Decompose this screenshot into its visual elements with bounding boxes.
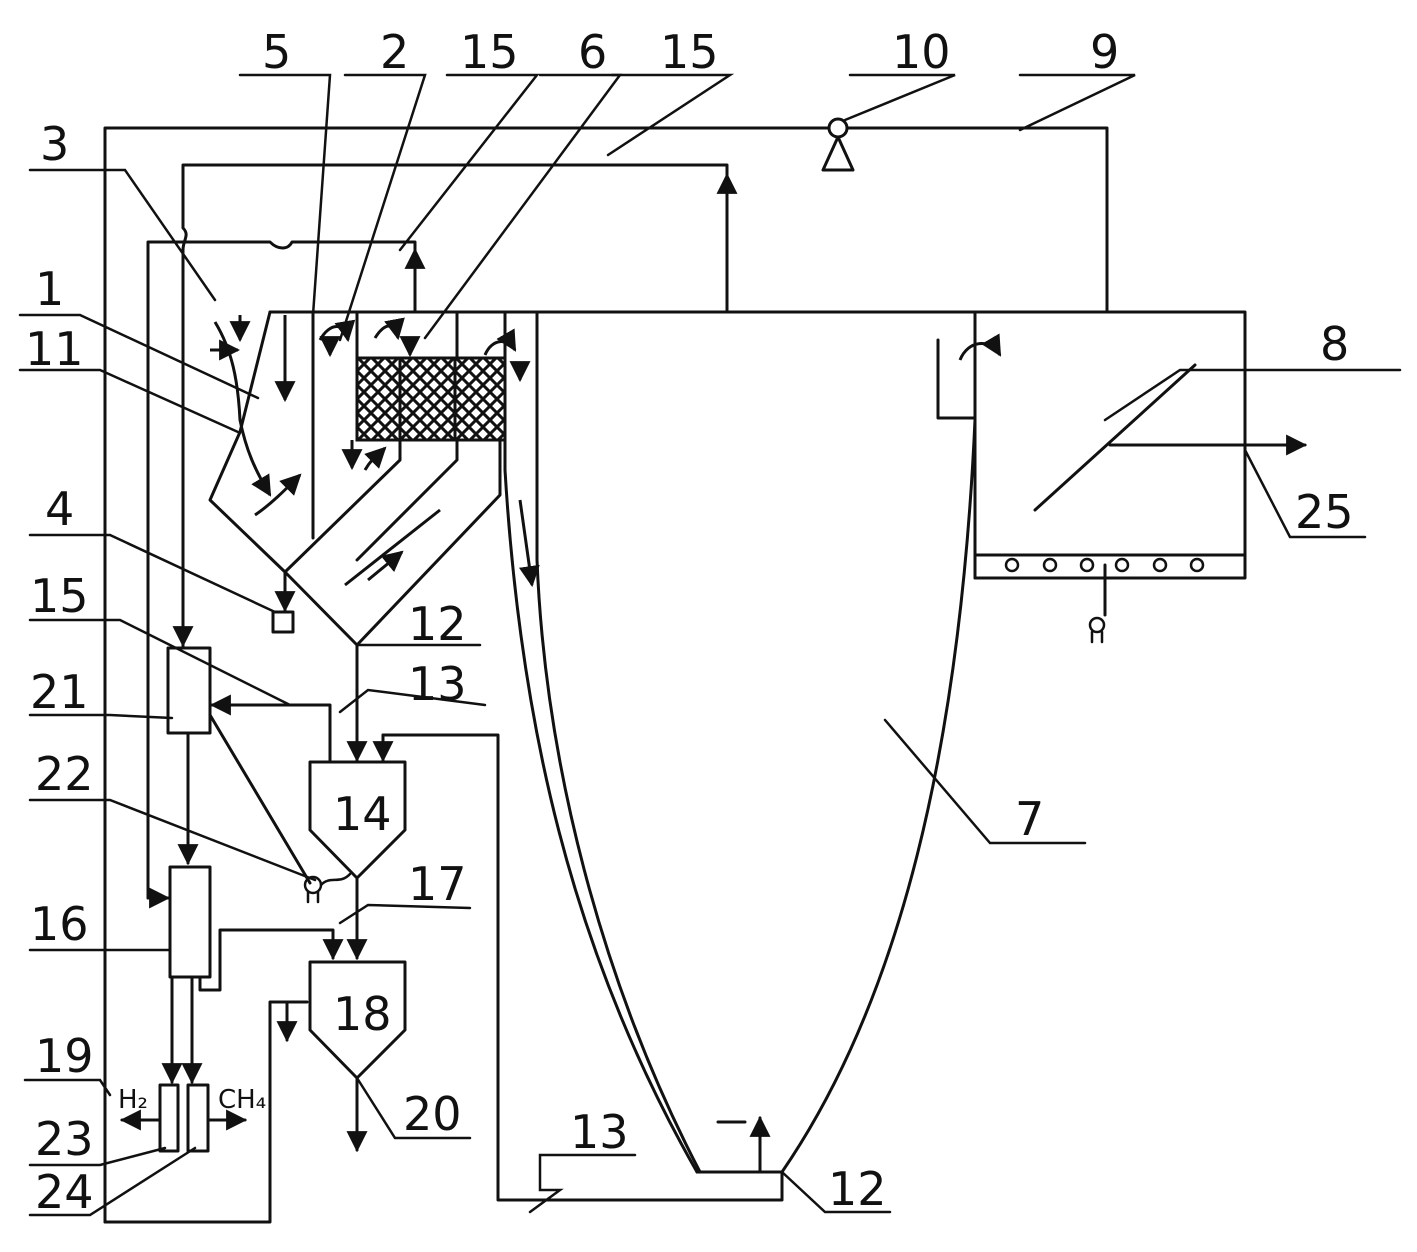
- ch4-label: CH₄: [218, 1085, 266, 1115]
- label-10: 10: [892, 25, 951, 79]
- h2-label: H₂: [118, 1085, 148, 1115]
- label-23: 23: [35, 1112, 94, 1166]
- label-15-left-a: 15: [30, 569, 89, 623]
- label-20: 20: [403, 1087, 462, 1141]
- label-12-top: 12: [408, 597, 467, 651]
- unit-16: [161, 865, 344, 1085]
- label-7: 7: [1015, 792, 1044, 846]
- label-4: 4: [45, 482, 74, 536]
- tank-18: [308, 960, 407, 1153]
- label-18: 18: [333, 987, 392, 1041]
- label-15-top-a: 15: [460, 25, 519, 79]
- internal-flow-arrows: [210, 315, 531, 587]
- label-13-top: 13: [408, 657, 467, 711]
- label-21: 21: [30, 665, 89, 719]
- recycle-pipe-9: [103, 126, 1109, 1224]
- label-6: 6: [578, 25, 607, 79]
- gas-pipes-15: [146, 163, 738, 909]
- gas-outlets: H₂ CH₄: [118, 1083, 266, 1153]
- label-11: 11: [25, 322, 84, 376]
- label-12-bottom: 12: [828, 1162, 887, 1216]
- label-16: 16: [30, 897, 89, 951]
- unit-21: [166, 646, 312, 885]
- tank-14: [303, 760, 407, 961]
- label-9: 9: [1090, 25, 1119, 79]
- packing-media-6: [355, 356, 507, 442]
- label-14: 14: [333, 787, 392, 841]
- label-15-top-b: 15: [660, 25, 719, 79]
- label-19: 19: [35, 1029, 94, 1083]
- leader-lines: [18, 73, 1402, 1217]
- label-5: 5: [262, 25, 291, 79]
- label-17: 17: [408, 857, 467, 911]
- label-3: 3: [40, 117, 69, 171]
- unit-8: [973, 363, 1308, 644]
- label-22: 22: [35, 747, 94, 801]
- label-25: 25: [1295, 485, 1354, 539]
- pump-10: [821, 117, 855, 172]
- label-2: 2: [380, 25, 409, 79]
- label-8: 8: [1320, 317, 1349, 371]
- label-24: 24: [35, 1165, 94, 1219]
- reference-numerals: 5 2 15 6 15 10 9 3 1 11 8 25 4 15 12 21 …: [25, 25, 1354, 1219]
- label-13-bottom: 13: [570, 1105, 629, 1159]
- label-1: 1: [35, 262, 64, 316]
